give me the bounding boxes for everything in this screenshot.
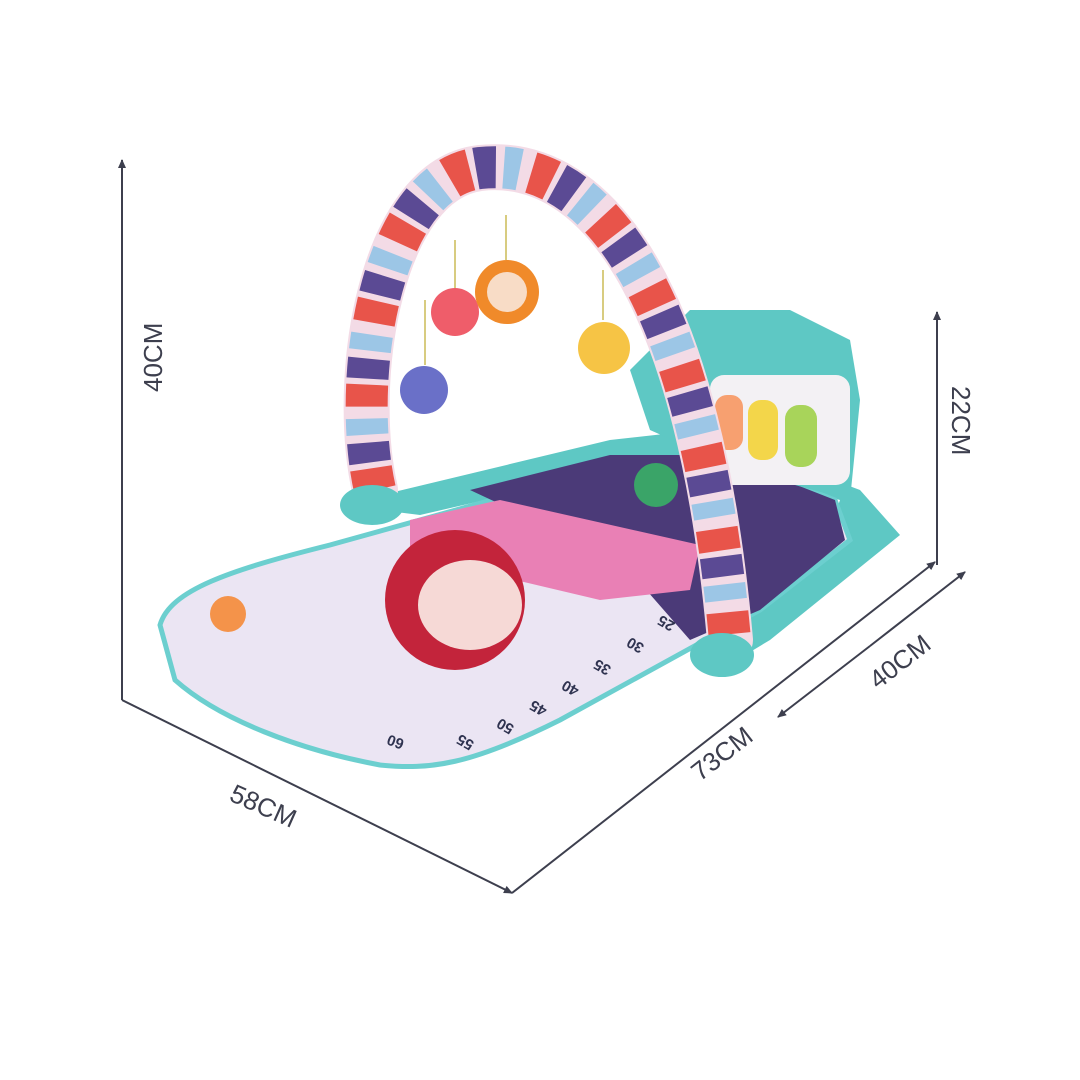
key-yellow xyxy=(748,400,778,460)
ruler-mark: 45 xyxy=(527,696,550,719)
toy-blue-bear xyxy=(400,366,448,414)
ruler-mark: 50 xyxy=(494,714,517,737)
mat-pink-block xyxy=(410,500,700,600)
panel-width-arrow-b xyxy=(777,645,871,718)
panel-width-arrow-a xyxy=(869,571,966,647)
lion-face xyxy=(418,560,522,650)
arch-foot-left xyxy=(340,485,404,525)
toy-yellow-bear xyxy=(578,322,630,374)
play-gym-illustration: 25 30 35 40 45 50 55 60 xyxy=(157,144,900,770)
length-arrow xyxy=(511,561,936,894)
ruler-mark: 60 xyxy=(385,731,406,753)
height-total-label: 40CM xyxy=(138,323,168,392)
ruler-mark: 55 xyxy=(454,730,477,753)
ruler-mark: 35 xyxy=(591,655,614,678)
key-green xyxy=(785,405,817,467)
sun xyxy=(210,596,246,632)
arch-stripes-purple xyxy=(345,146,751,642)
ruler-mark: 40 xyxy=(559,676,582,699)
arch-foot-right xyxy=(690,633,754,677)
width-label: 58CM xyxy=(226,778,302,834)
ruler-mark: 30 xyxy=(624,633,647,656)
panel-width-label: 40CM xyxy=(863,628,936,694)
height-panel-label: 22CM xyxy=(946,386,976,455)
arch-stripes-blue xyxy=(345,146,751,642)
hanging-toys xyxy=(400,215,678,507)
width-arrow xyxy=(121,699,513,894)
mat-ruler: 25 30 35 40 45 50 55 60 xyxy=(385,611,678,753)
ruler-mark: 25 xyxy=(655,611,678,634)
toy-red-bear xyxy=(431,288,479,336)
dimension-lines xyxy=(118,159,966,894)
toy-green-frog xyxy=(634,463,678,507)
length-label: 73CM xyxy=(685,720,758,786)
